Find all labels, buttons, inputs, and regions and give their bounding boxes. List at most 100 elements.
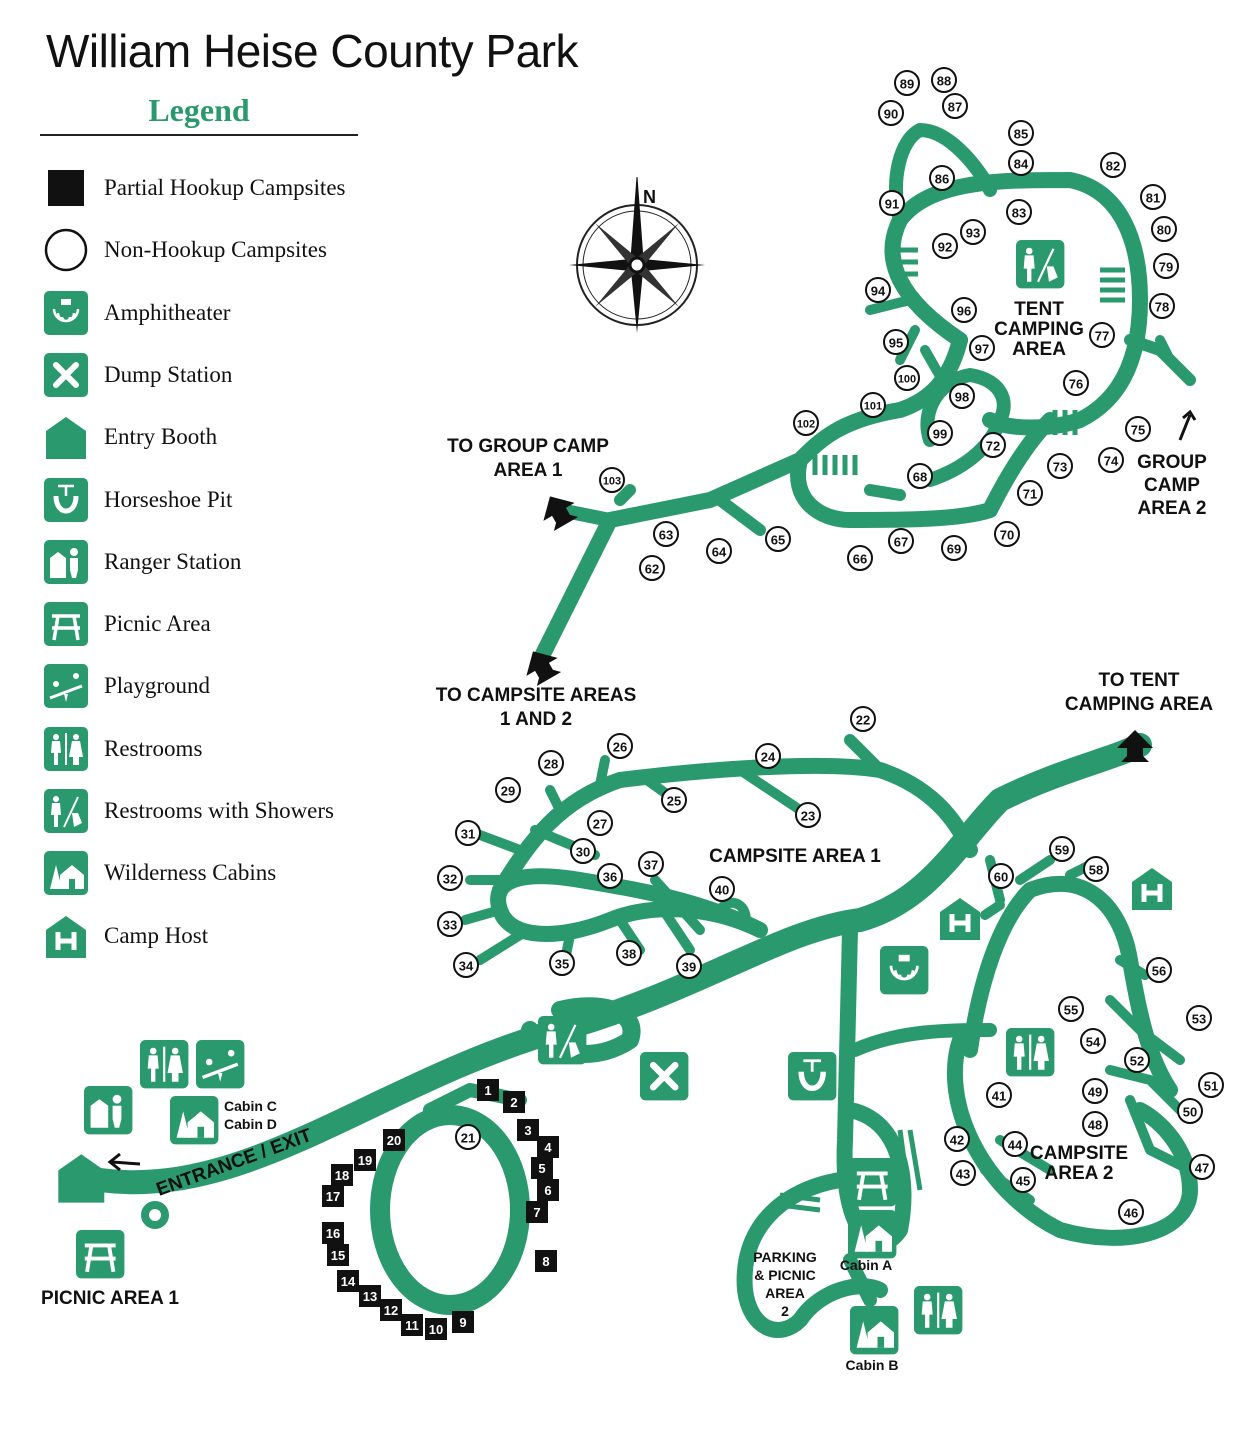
site-number: 68 — [913, 470, 927, 485]
wilderness-cabins-icon — [44, 851, 88, 896]
non-hookup-campsite: 83 — [1006, 199, 1032, 225]
site-number: 26 — [613, 740, 627, 755]
hookup-campsite: 20 — [383, 1129, 405, 1151]
legend-label: Wilderness Cabins — [104, 860, 277, 886]
hookup-campsite: 19 — [354, 1149, 376, 1171]
non-hookup-campsite: 92 — [932, 233, 958, 259]
non-hookup-campsite: 77 — [1089, 322, 1115, 348]
site-number: 37 — [644, 858, 658, 873]
site-number: 66 — [853, 552, 867, 567]
non-hookup-campsite: 90 — [878, 100, 904, 126]
hookup-campsite: 8 — [535, 1250, 557, 1272]
non-hookup-campsite: 101 — [860, 392, 886, 418]
hookup-campsite: 5 — [531, 1157, 553, 1179]
non-hookup-campsite: 51 — [1198, 1072, 1224, 1098]
non-hookup-campsite: 32 — [437, 865, 463, 891]
restrooms-icon — [914, 1286, 963, 1335]
non-hookup-campsite: 82 — [1100, 152, 1126, 178]
site-number: 97 — [975, 342, 989, 357]
legend-label: Horseshoe Pit — [104, 486, 233, 512]
legend-item: Restrooms — [44, 726, 202, 771]
arrow-icon — [1178, 409, 1197, 441]
road-network — [88, 123, 1198, 1338]
site-number: 80 — [1157, 223, 1171, 238]
non-hookup-campsite: 52 — [1124, 1047, 1150, 1073]
legend-item: Non-Hookup Campsites — [44, 228, 327, 272]
amphitheater-icon — [880, 946, 929, 995]
site-number: 42 — [950, 1133, 964, 1148]
camp-host-icon — [46, 915, 86, 958]
non-hookup-campsite: 79 — [1153, 253, 1179, 279]
hookup-site-number: 6 — [544, 1183, 551, 1198]
non-hookup-campsite: 86 — [929, 165, 955, 191]
non-hookup-campsite: 67 — [888, 528, 914, 554]
horseshoe-pit-icon — [44, 477, 88, 522]
hookup-campsite: 18 — [331, 1164, 353, 1186]
direction-arrow-icon — [543, 496, 579, 532]
picnic-area-icon — [848, 1158, 897, 1207]
non-hookup-campsite: 94 — [865, 277, 891, 303]
site-number: 38 — [622, 947, 636, 962]
non-hookup-campsite: 38 — [616, 940, 642, 966]
site-number: 75 — [1131, 423, 1145, 438]
legend-item: Entry Booth — [44, 415, 217, 460]
legend-item: Picnic Area — [44, 602, 211, 647]
non-hookup-campsite: 74 — [1098, 447, 1124, 473]
site-number: 51 — [1204, 1079, 1218, 1094]
site-number: 69 — [947, 542, 961, 557]
legend-item: Partial Hookup Campsites — [44, 166, 345, 210]
site-number: 31 — [461, 827, 475, 842]
entry-booth-icon — [58, 1154, 105, 1203]
hookup-site-number: 12 — [384, 1303, 398, 1318]
hookup-site-number: 16 — [326, 1226, 340, 1241]
non-hookup-campsite: 35 — [549, 950, 575, 976]
site-number: 71 — [1023, 487, 1037, 502]
non-hookup-campsite: 76 — [1063, 370, 1089, 396]
legend-item: Playground — [44, 664, 211, 709]
legend-label: Camp Host — [104, 922, 209, 948]
non-hookup-campsite: 75 — [1125, 416, 1151, 442]
site-number: 87 — [948, 100, 962, 115]
compass-north-label: N — [643, 187, 656, 207]
non-hookup-campsite: 43 — [950, 1160, 976, 1186]
legend-item: Dump Station — [44, 352, 232, 397]
hookup-site-number: 8 — [542, 1254, 549, 1269]
compass-rose-icon: N — [569, 176, 705, 333]
hookup-site-number: 13 — [363, 1289, 377, 1304]
site-number: 63 — [659, 528, 673, 543]
site-number: 73 — [1053, 460, 1067, 475]
map-label: TENT — [1014, 299, 1064, 320]
non-hookup-campsite: 58 — [1083, 856, 1109, 882]
hookup-campsite: 2 — [503, 1091, 525, 1113]
legend-item: Horseshoe Pit — [44, 477, 233, 522]
legend-label: Non-Hookup Campsites — [104, 237, 327, 263]
picnic-area-icon — [76, 1230, 125, 1279]
non-hookup-campsite: 41 — [986, 1082, 1012, 1108]
hookup-campsite: 6 — [537, 1179, 559, 1201]
restrooms-showers-icon — [538, 1016, 587, 1065]
map-label: AREA — [765, 1285, 805, 1301]
non-hookup-campsite: 27 — [587, 810, 613, 836]
hookup-campsite: 1 — [477, 1079, 499, 1101]
legend-label: Playground — [104, 673, 211, 699]
map-label: AREA 2 — [1138, 498, 1207, 519]
site-number: 98 — [955, 390, 969, 405]
hookup-site-number: 7 — [533, 1205, 540, 1220]
non-hookup-campsite: 62 — [639, 555, 665, 581]
site-number: 56 — [1152, 964, 1166, 979]
site-number: 54 — [1086, 1035, 1101, 1050]
map-label: Cabin A — [840, 1257, 892, 1273]
site-number: 27 — [593, 817, 607, 832]
site-number: 64 — [712, 545, 727, 560]
map-label: CAMP — [1144, 475, 1200, 496]
direction-arrow-icon — [526, 651, 562, 687]
hookup-site-number: 11 — [405, 1318, 419, 1333]
non-hookup-campsite: 70 — [994, 521, 1020, 547]
site-number: 23 — [801, 809, 815, 824]
site-number: 101 — [864, 401, 882, 413]
site-number: 58 — [1089, 863, 1103, 878]
non-hookup-campsite: 45 — [1010, 1167, 1036, 1193]
hookup-campsite: 16 — [322, 1222, 344, 1244]
black-square-icon — [48, 170, 84, 206]
site-number: 72 — [986, 439, 1000, 454]
